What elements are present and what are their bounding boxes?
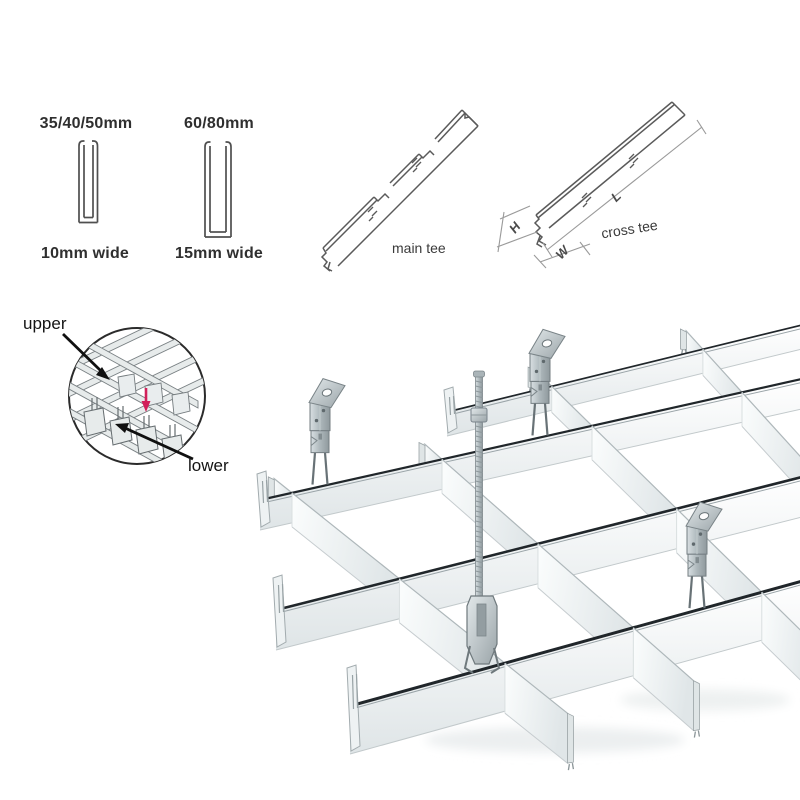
cross-tee-drawing [496, 101, 707, 269]
profile-small-width-label: 10mm wide [40, 245, 130, 262]
hanger-bracket-left [308, 378, 346, 485]
red-lock-arrow [141, 388, 151, 412]
lower-label: lower [188, 456, 229, 475]
ceiling-grid-3d-render [256, 324, 800, 771]
main-tee-end-cap [443, 386, 458, 434]
cross-tee-tail [504, 662, 575, 771]
upper-label: upper [23, 314, 67, 333]
main-tee-drawing [320, 109, 479, 272]
profile-small-size-label: 35/40/50mm [39, 115, 133, 132]
main-tee-end-cap [256, 470, 271, 528]
hanger-bracket-center [528, 328, 566, 436]
main-tee-rail [346, 580, 800, 755]
upper-callout-arrow [62, 332, 110, 380]
rod-clamp [463, 595, 501, 674]
threaded-rod [463, 370, 501, 674]
channel-profile-large [204, 141, 232, 238]
hanger-bracket-right [685, 501, 723, 609]
profile-large-size-label: 60/80mm [184, 115, 254, 132]
cross-tee-tail [761, 591, 800, 681]
channel-profile-small [78, 140, 99, 224]
main-tee-rail [256, 378, 800, 531]
main-tee-label: main tee [392, 240, 446, 256]
cross-tee-web [741, 391, 800, 491]
cross-tee-tail [632, 627, 701, 738]
joint-detail [62, 327, 206, 465]
profile-large-width-label: 15mm wide [174, 245, 264, 262]
lower-callout-arrow [115, 423, 194, 461]
main-tee-end-cap [346, 664, 361, 752]
dimension-lines [496, 119, 707, 269]
main-tee-end-cap [272, 574, 287, 648]
